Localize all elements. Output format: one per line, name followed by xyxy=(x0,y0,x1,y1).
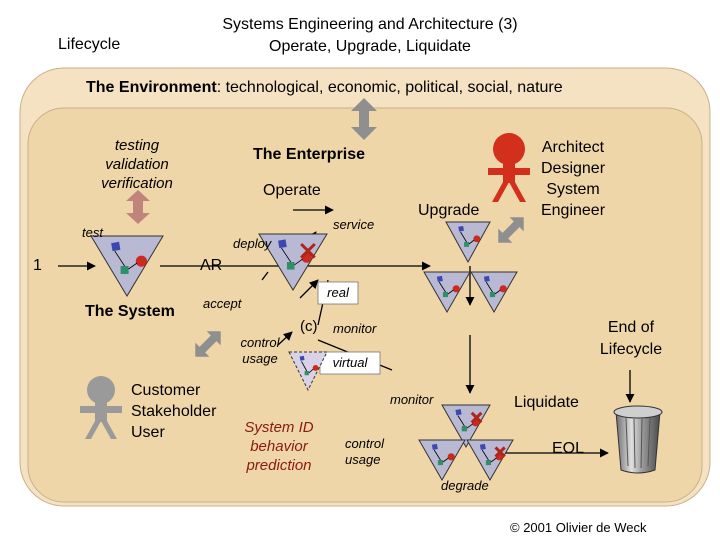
system-triangle-eol-top xyxy=(441,404,491,449)
customer-label: Customer Stakeholder User xyxy=(131,382,217,441)
system-triangle-eol-right xyxy=(466,439,514,482)
upgrade-label: Upgrade xyxy=(418,202,480,219)
red-node xyxy=(312,365,319,371)
copyright: © 2001 Olivier de Weck xyxy=(510,520,647,535)
blue-node xyxy=(299,355,305,361)
testing-label: testing validation verification xyxy=(101,137,173,192)
deploy-label: deploy xyxy=(233,236,272,251)
virtual-label: virtual xyxy=(332,355,368,370)
double-arrow-customer xyxy=(195,331,221,357)
c-label: (c) xyxy=(300,318,318,335)
roles-label: Architect Designer System Engineer xyxy=(540,139,606,219)
the-system-label: The System xyxy=(85,303,175,320)
blue-node xyxy=(431,443,438,450)
red-node xyxy=(452,285,460,293)
green-node xyxy=(304,371,309,376)
double-arrow-environment xyxy=(351,98,377,140)
green-node xyxy=(464,242,469,247)
liquidate-label: Liquidate xyxy=(514,394,579,411)
real-label: real xyxy=(327,285,349,300)
red-node xyxy=(473,235,481,243)
double-arrow-architect xyxy=(498,217,524,243)
system-triangle-upgrade-top xyxy=(445,221,491,264)
green-node xyxy=(120,266,129,274)
blue-node xyxy=(458,225,464,232)
degrade-label: degrade xyxy=(441,478,489,493)
monitor-label-1: monitor xyxy=(333,321,377,336)
blue-node xyxy=(111,241,121,252)
red-node xyxy=(499,285,507,293)
red-node xyxy=(447,453,455,461)
accept-label: accept xyxy=(203,296,242,311)
green-node xyxy=(489,292,496,298)
green-node xyxy=(461,426,468,432)
system-triangle-upgrade-right xyxy=(470,271,518,314)
blue-node xyxy=(455,409,462,416)
person-gray-icon xyxy=(80,376,122,439)
blue-node xyxy=(483,275,490,282)
section-label: Lifecycle xyxy=(58,36,121,53)
slide-title-line2: Operate, Upgrade, Liquidate xyxy=(269,38,471,55)
double-arrow-testing xyxy=(126,190,150,224)
step-number: 1 xyxy=(33,257,42,274)
system-triangle-1 xyxy=(90,235,164,297)
service-label: service xyxy=(333,217,375,232)
blue-node xyxy=(278,239,287,249)
end-of-lifecycle-label: End of Lifecycle xyxy=(599,319,663,358)
enterprise-title: The Enterprise xyxy=(253,146,366,163)
green-node xyxy=(485,460,492,466)
system-id-label: System ID behavior prediction xyxy=(244,419,314,474)
trash-can-icon xyxy=(613,405,663,474)
green-node xyxy=(442,292,449,298)
slide-title-line1: Systems Engineering and Architecture (3) xyxy=(222,16,518,33)
system-triangle-virtual xyxy=(288,351,328,392)
operate-label: Operate xyxy=(263,182,321,199)
control-usage-label-1: control usage xyxy=(240,335,280,366)
green-node xyxy=(437,460,444,466)
blue-node xyxy=(479,443,486,450)
person-red-icon xyxy=(488,133,530,202)
test-label: test xyxy=(82,225,103,240)
control-usage-label-2: control usage xyxy=(345,436,385,467)
system-triangle-ar xyxy=(258,233,328,291)
monitor-label-2: monitor xyxy=(390,392,434,407)
environment-label: The Environment: technological, economic… xyxy=(86,79,563,96)
ar-label: AR xyxy=(200,257,223,274)
green-node xyxy=(286,262,295,270)
real-box xyxy=(317,281,359,305)
system-triangle-upgrade-left xyxy=(423,271,471,314)
red-node xyxy=(135,255,147,267)
blue-node xyxy=(436,275,443,282)
system-triangle-eol-left xyxy=(418,439,466,482)
eol-label: EOL xyxy=(552,440,585,457)
